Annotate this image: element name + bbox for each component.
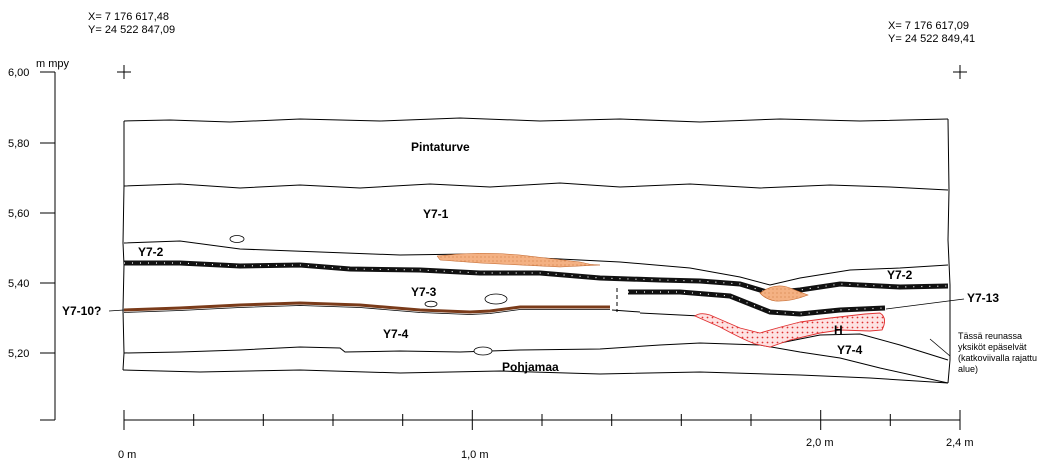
layer-label-y7-2-left: Y7-2 (138, 245, 164, 259)
y-tick-label: 5,60 (8, 208, 29, 220)
layer-label-y7-4-left: Y7-4 (383, 327, 409, 341)
layer-label-y7-1: Y7-1 (423, 207, 449, 221)
x-axis-scale (123, 410, 961, 430)
x-axis-label-0: 0 m (118, 449, 136, 461)
charcoal-layer-upper (124, 260, 949, 296)
layer-label-pohjamaa: Pohjamaa (502, 360, 559, 374)
brown-layer-y7-10 (123, 301, 610, 314)
layer-label-y7-3: Y7-3 (411, 285, 437, 299)
layer-label-h: H (834, 323, 843, 337)
stone (229, 235, 245, 243)
note-line: (katkoviivalla rajattu (958, 353, 1037, 363)
stone (424, 300, 438, 308)
x-axis-label-3: 2,4 m (946, 437, 974, 449)
layer-boundaries (123, 182, 949, 384)
y-tick-label: 5,80 (8, 138, 29, 150)
layer-label-y7-2-right: Y7-2 (887, 268, 913, 282)
coord-left-x: X= 7 176 617,48 (88, 11, 169, 23)
y-tick-label: 5,40 (8, 278, 29, 290)
x-axis-label-1: 1,0 m (461, 449, 489, 461)
layer-label-y7-4-right: Y7-4 (837, 343, 863, 357)
red-lens-h (694, 312, 885, 348)
y-axis-unit: m mpy (36, 58, 70, 70)
x-axis-label-2: 2,0 m (806, 437, 834, 449)
section-outline (122, 117, 951, 384)
brown-layer-y7-10-edge (123, 305, 610, 315)
note-line: yksiköt epäselvät (958, 342, 1027, 352)
leader-line-y7-13 (885, 298, 965, 310)
note-line: Tässä reunassa (958, 331, 1022, 341)
leader-line-y7-10 (108, 309, 125, 312)
y-axis: m mpy 6,00 5,80 5,60 5,40 5,20 (8, 58, 70, 421)
y-tick-label: 6,00 (8, 67, 29, 79)
survey-point-right-marker (953, 65, 967, 79)
stone (473, 346, 493, 356)
layer-label-pintaturve: Pintaturve (411, 140, 470, 154)
note-line: alue) (958, 364, 978, 374)
y-tick-label: 5,20 (8, 348, 29, 360)
orange-lens-upper (436, 252, 601, 268)
coord-right-x: X= 7 176 617,09 (888, 20, 969, 32)
leader-line-note (929, 338, 951, 357)
coord-left-y: Y= 24 522 847,09 (88, 24, 175, 36)
layer-label-y7-10: Y7-10? (62, 304, 101, 318)
coord-right-y: Y= 24 522 849,41 (888, 33, 975, 45)
orange-lens-right (759, 285, 809, 302)
layer-label-y7-13: Y7-13 (967, 291, 999, 305)
survey-point-left-marker (117, 65, 131, 79)
charcoal-layer-y7-13 (628, 289, 886, 317)
stone (484, 293, 508, 305)
